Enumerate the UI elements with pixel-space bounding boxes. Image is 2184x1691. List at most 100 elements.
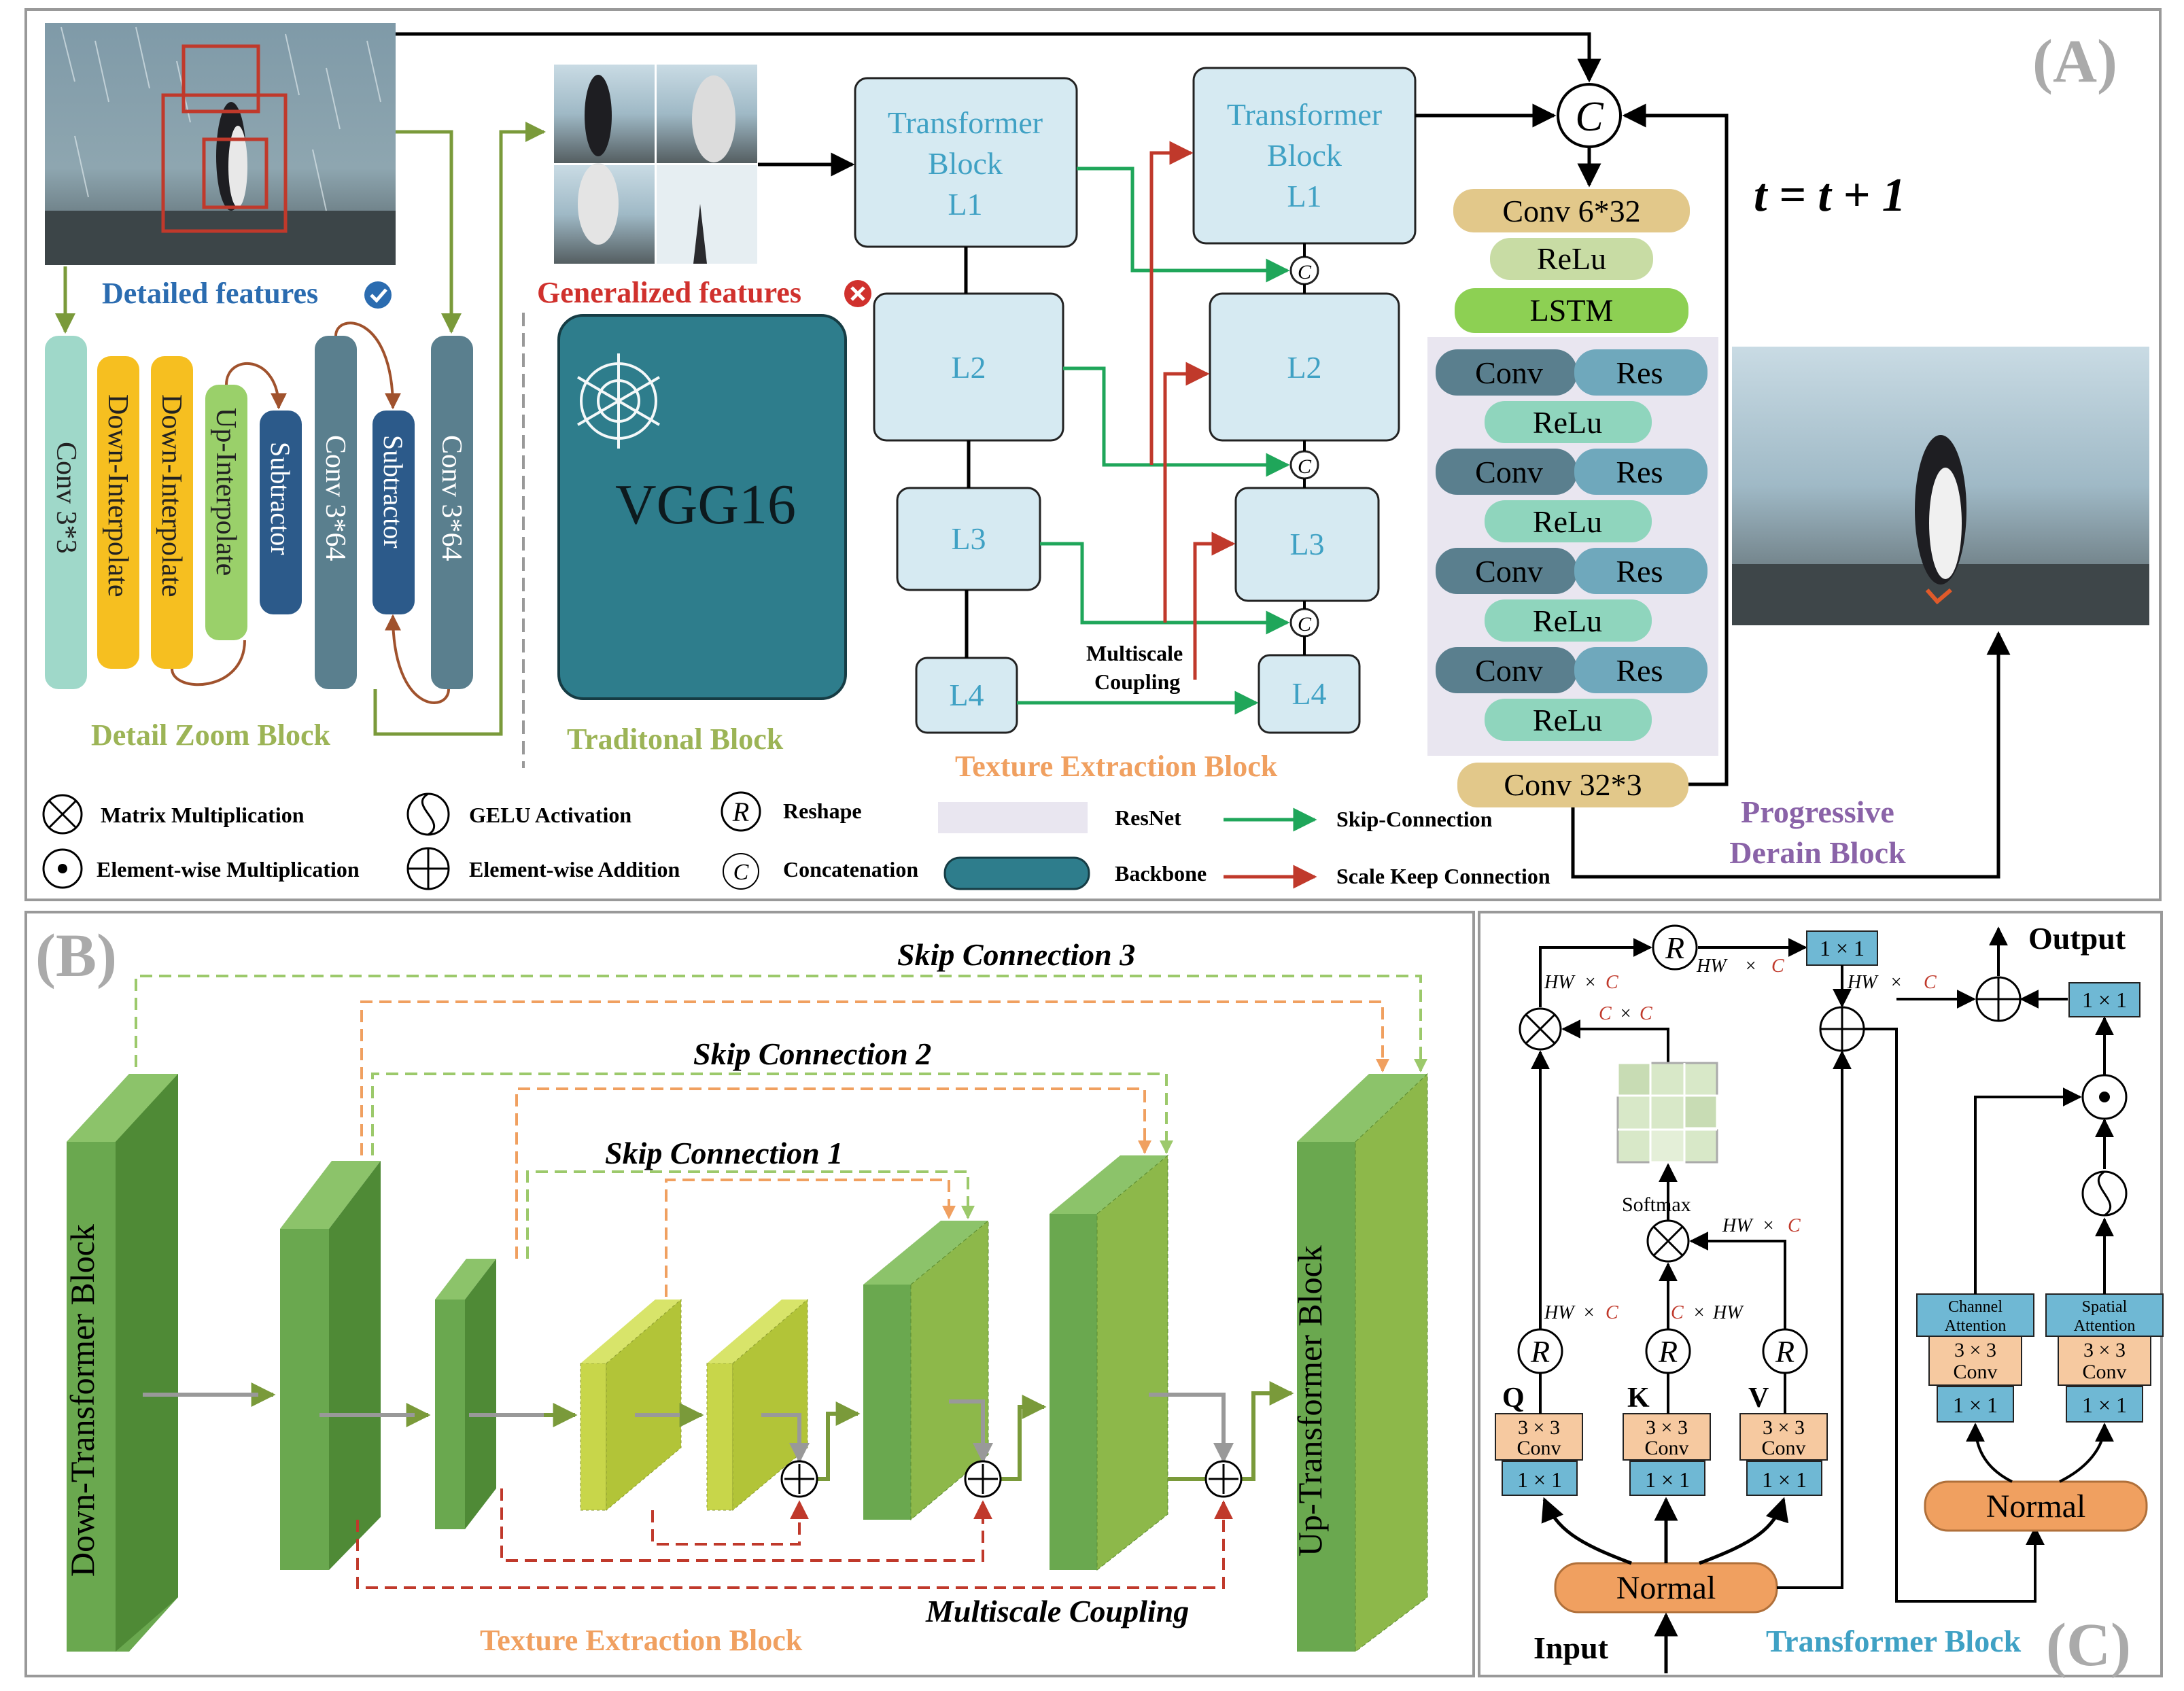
dim-add-c: C [1924, 972, 1937, 993]
ca-title-l1: Channel [1948, 1298, 2003, 1316]
dim-add-times: × [1890, 972, 1903, 993]
softmax-label: Softmax [1622, 1193, 1691, 1216]
panel-a-frame [24, 8, 2162, 901]
conv-32x3-label: Conv 32*3 [1504, 767, 1642, 802]
relu-2: ReLu [1533, 504, 1602, 539]
conv-1: Conv [1475, 355, 1543, 390]
dim-r-c: C [1771, 956, 1784, 977]
sa-conv-l2: Conv [2082, 1361, 2126, 1383]
q-conv-l1: 3 × 3 [1518, 1416, 1560, 1439]
ca-conv-l2: Conv [1953, 1361, 1997, 1383]
detail-zoom-title: Detail Zoom Block [91, 718, 331, 752]
k-conv-l2: Conv [1644, 1437, 1688, 1459]
q-1x1: 1 × 1 [1517, 1467, 1562, 1492]
panel-c-title: Transformer Block [1766, 1624, 2022, 1658]
dim-cc-c2: C [1640, 1003, 1652, 1024]
dim-top-hw: HW [1544, 972, 1576, 993]
r-top: R [1665, 930, 1684, 965]
ca-conv-l1: 3 × 3 [1954, 1339, 1996, 1361]
texture-right-l3-label: L3 [1289, 527, 1324, 561]
skip1-label: Skip Connection 1 [605, 1136, 843, 1170]
sa-title-l1: Spatial [2082, 1298, 2128, 1316]
dim-q-c: C [1606, 1302, 1618, 1323]
conv-3: Conv [1475, 554, 1543, 589]
conv-4: Conv [1475, 653, 1543, 688]
concat-1: C [1298, 261, 1312, 283]
q-label: Q [1502, 1382, 1525, 1414]
legend-c-letter: C [733, 860, 749, 885]
legend-label-1: Element-wise Multiplication [97, 857, 360, 882]
k-label: K [1627, 1382, 1650, 1414]
legend-label-8: Skip-Connection [1336, 807, 1493, 831]
dim-cc-c1: C [1599, 1003, 1612, 1024]
k-conv-l1: 3 × 3 [1646, 1416, 1688, 1439]
concat-3: C [1298, 613, 1312, 635]
derained-output-image [1732, 347, 2149, 625]
detail-zoom-block: Conv 3*3 Down-Interpolate Down-Interpola… [45, 336, 473, 689]
legend-label-4: Reshape [783, 799, 862, 823]
c-input-label: Input [1533, 1631, 1609, 1665]
c-normal-left-label: Normal [1616, 1570, 1716, 1606]
lstm-label: LSTM [1530, 293, 1614, 328]
progressive-title-2: Derain Block [1729, 835, 1906, 870]
conv-6x32-label: Conv 6*32 [1502, 194, 1640, 228]
res-1: Res [1616, 355, 1663, 390]
vgg16-backbone [557, 314, 847, 700]
dim-top-times: × [1584, 972, 1597, 993]
dim-k-times: × [1693, 1302, 1705, 1323]
resnet-swatch [938, 802, 1088, 833]
legend-label-0: Matrix Multiplication [101, 803, 305, 827]
relu-1: ReLu [1533, 405, 1602, 440]
texture-left-l3-label: L3 [951, 521, 986, 556]
error-x [850, 286, 865, 301]
legend-r-letter: R [732, 797, 749, 827]
generalized-features-label: Generalized features [537, 276, 801, 309]
texture-right-l1-line2: L1 [1287, 179, 1321, 213]
lstm [1455, 288, 1688, 333]
traditional-block-title: Traditonal Block [567, 722, 784, 756]
softmax-grid [1616, 1062, 1718, 1164]
v-conv-l2: Conv [1761, 1437, 1805, 1459]
qkv-stacks [1495, 1413, 1828, 1496]
generalized-patches [554, 65, 757, 264]
equation: t = t + 1 [1754, 169, 1906, 222]
panel-c-label: (C) [2046, 1611, 2131, 1679]
dim-top-c: C [1606, 972, 1618, 993]
dims-labels: HW × C C × HW HW × C C × C HW × C HW × C… [1544, 956, 1937, 1323]
dim-add-hw: HW [1847, 972, 1879, 993]
texture-left-l1-line2: L1 [948, 187, 982, 222]
texture-left-l2-label: L2 [951, 350, 986, 385]
dim-v-hw: HW [1722, 1215, 1754, 1236]
vgg16-label: VGG16 [615, 473, 796, 536]
progressive-title-1: Progressive [1741, 795, 1894, 829]
multiscale-line0: Multiscale [1086, 641, 1183, 665]
dim-v-c: C [1788, 1215, 1801, 1236]
c-right-1x1-label: 1 × 1 [2082, 988, 2127, 1012]
res-rows [1436, 349, 1708, 741]
b-texture-title: Texture Extraction Block [480, 1624, 803, 1657]
relu-top [1490, 238, 1653, 280]
concat-2: C [1298, 455, 1312, 478]
dz-layer-5: Conv 3*64 [319, 435, 351, 561]
relu-top-label: ReLu [1537, 241, 1606, 276]
skip2-label: Skip Connection 2 [693, 1036, 931, 1071]
concat-icon [723, 853, 759, 890]
texture-right-l1-line0: Transformer [1227, 97, 1382, 132]
res-2: Res [1616, 455, 1663, 489]
dim-q-hw: HW [1544, 1302, 1576, 1323]
legend-label-7: Backbone [1115, 861, 1207, 886]
res-3: Res [1616, 554, 1663, 589]
sa-conv-l1: 3 × 3 [2083, 1339, 2126, 1361]
c-top-1x1 [1806, 930, 1878, 966]
rainy-input-image [45, 23, 396, 265]
multiscale-line1: Coupling [1094, 669, 1180, 694]
dim-q-times: × [1582, 1302, 1595, 1323]
panel-b-frame [24, 911, 1475, 1677]
dz-layer-1: Down-Interpolate [102, 394, 133, 597]
texture-left-l4-label: L4 [949, 678, 984, 712]
dim-v-times: × [1762, 1215, 1775, 1236]
res-4: Res [1616, 653, 1663, 688]
conv-32x3 [1457, 763, 1688, 807]
c-right-1x1 [2068, 982, 2140, 1017]
